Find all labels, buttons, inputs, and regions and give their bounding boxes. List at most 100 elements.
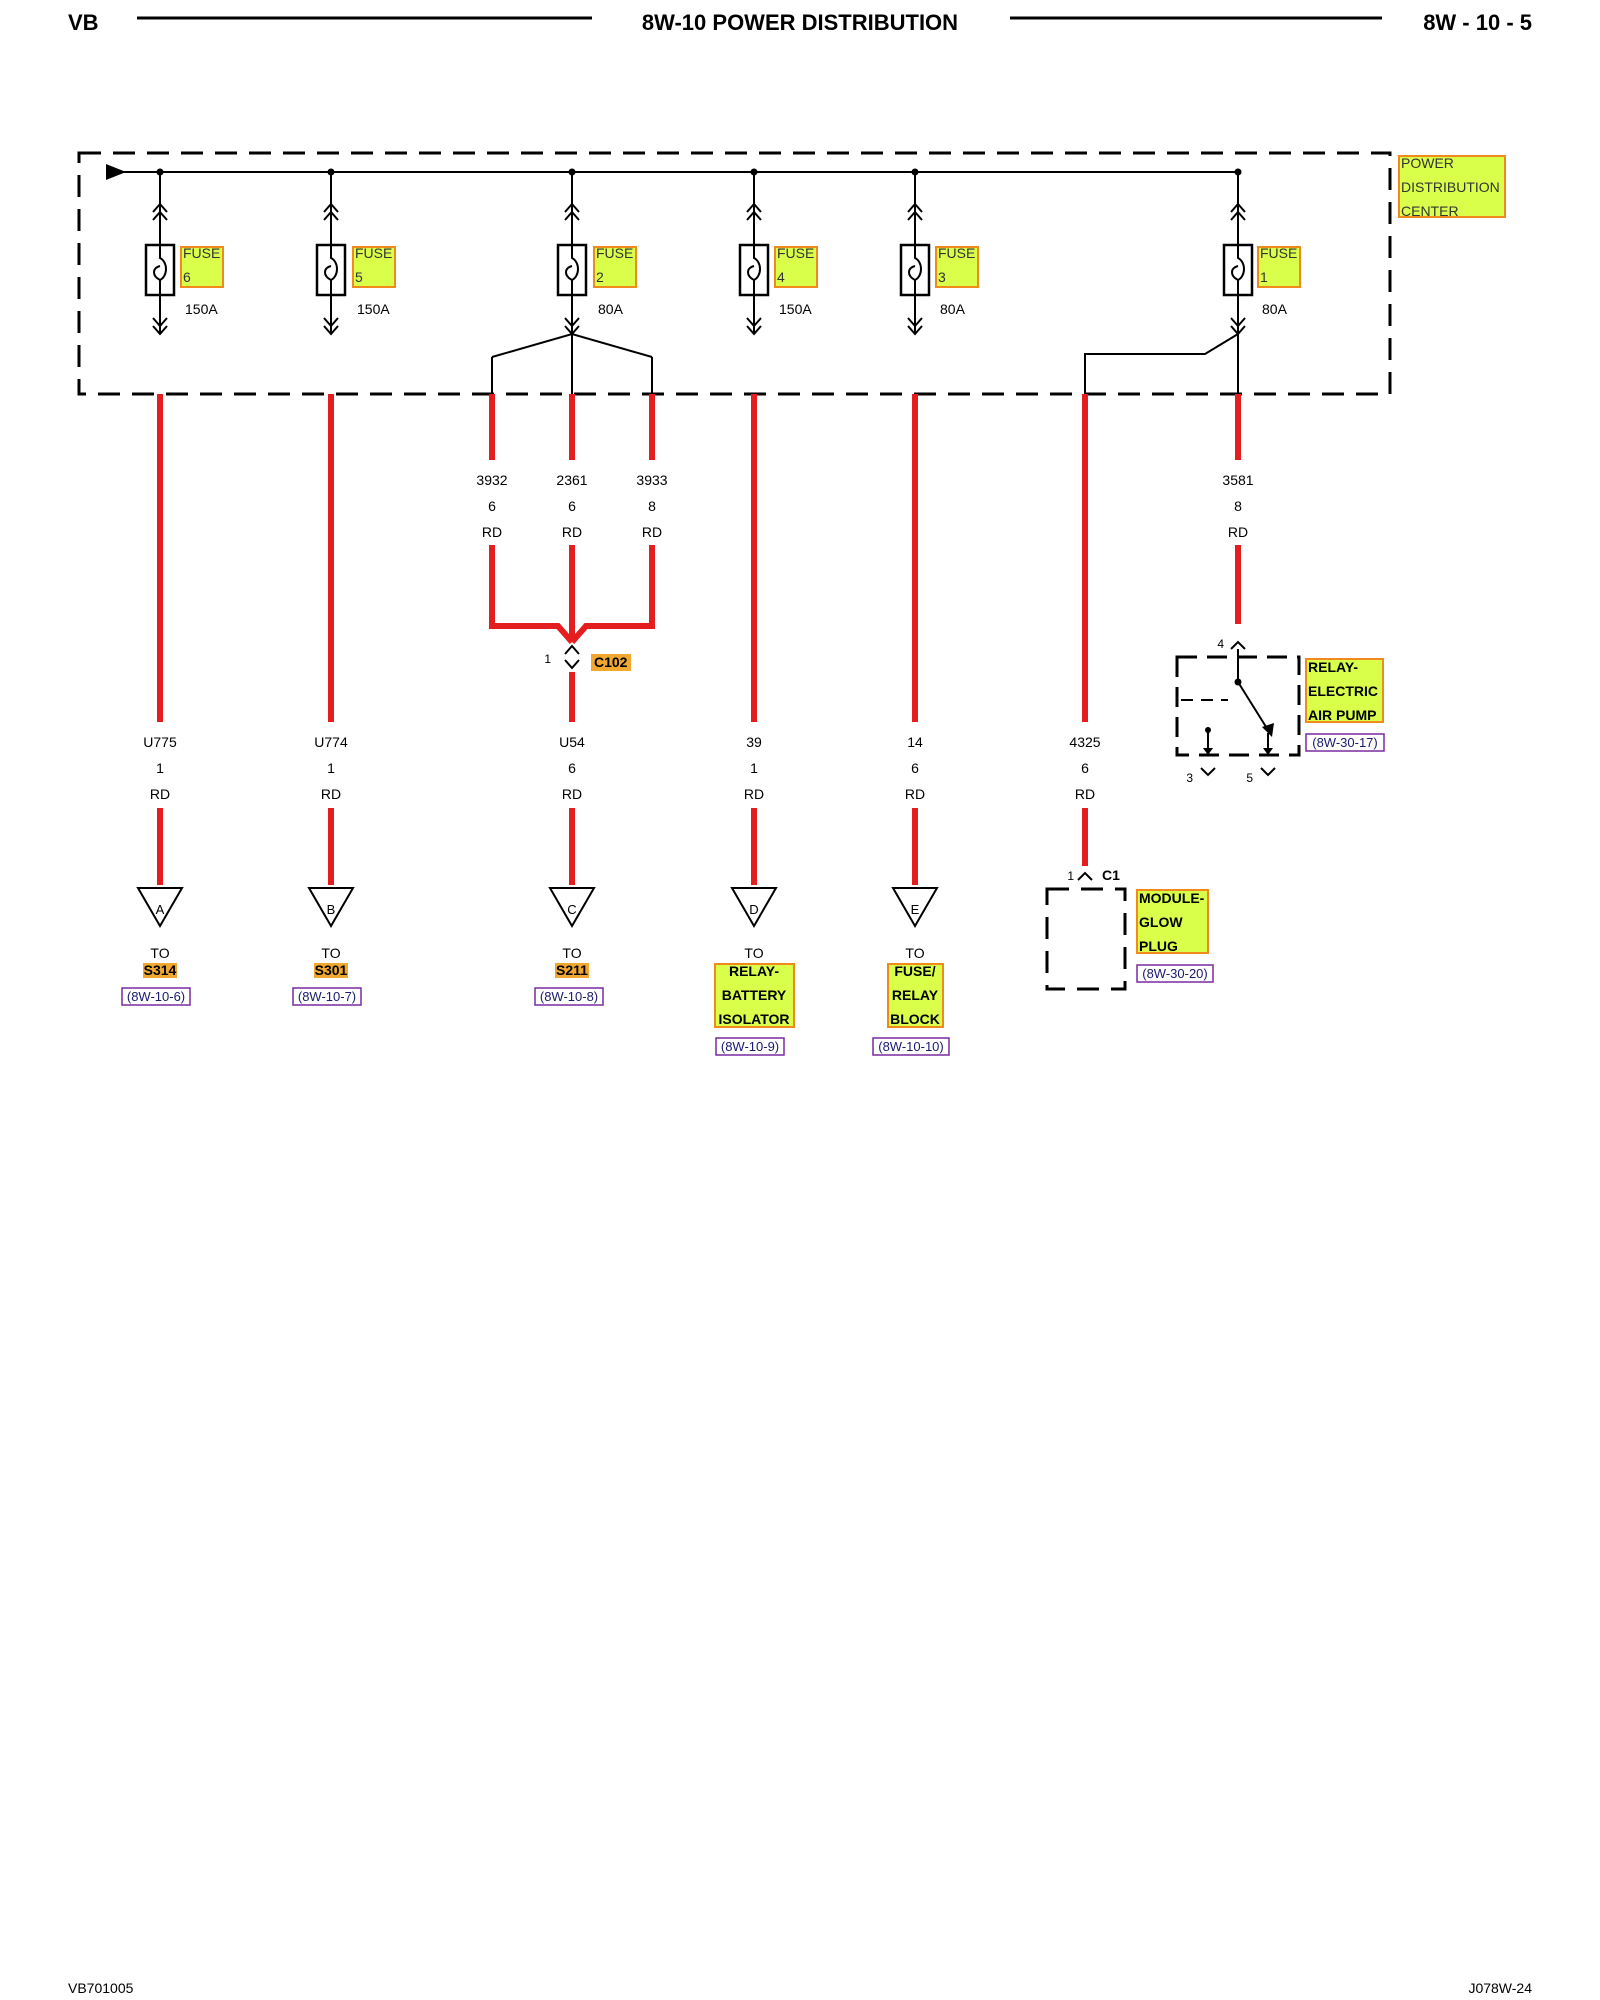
connector-c[interactable]: C TO S211 (8W-10-8) (534, 887, 604, 1006)
footer-right-code: J078W-24 (1468, 1980, 1532, 1996)
fuse-bottom-chevron-icon (907, 317, 923, 328)
connector-e-ref-link[interactable]: (8W-10-10) (878, 1039, 944, 1054)
module-glow-plug[interactable]: 1 C1 MODULE- GLOW PLUG (8W-30-20) (1045, 867, 1214, 991)
fuse-bottom-chevron-icon (152, 317, 168, 328)
relay-pin-5-chevron-icon (1260, 767, 1276, 777)
module-label-line-1: MODULE- (1139, 890, 1205, 906)
relay-electric-air-pump[interactable]: 4 3 5 RELAY- ELECTRIC AIR PUMP (8W-30-17… (1175, 637, 1385, 785)
wire-gauge-3933: 8 (648, 498, 656, 514)
fuse-2-label: FUSE 2 80A (593, 245, 637, 317)
fuse-4-number: 4 (777, 269, 785, 285)
wire-circuit-3932: 3932 (476, 472, 507, 488)
fuse-1-symbol (1222, 168, 1254, 336)
connector-c-triangle-icon (548, 887, 596, 928)
wire-gauge-u774: 1 (327, 760, 335, 776)
wire-color-u775: RD (150, 786, 170, 802)
relay-pin-top: 4 (1217, 637, 1224, 651)
connector-b-triangle-icon (307, 887, 355, 928)
header-left: VB (68, 10, 99, 35)
fuse-bottom-chevron-icon (1230, 317, 1246, 328)
splice-top-chevron-icon (564, 644, 580, 655)
internal-branches (491, 332, 1239, 394)
module-pin: 1 (1067, 869, 1074, 883)
fuses (144, 168, 1254, 336)
wire-circuit-3933: 3933 (636, 472, 667, 488)
fuse-4-symbol (738, 168, 770, 336)
relay-label-line-1: RELAY- (1308, 659, 1358, 675)
connector-e-dest-line-1: FUSE/ (894, 963, 935, 979)
connector-a-to: TO (150, 945, 169, 961)
connector-d-dest-line-3: ISOLATOR (718, 1011, 789, 1027)
connector-c-letter: C (567, 902, 576, 917)
wire-gauge-u775: 1 (156, 760, 164, 776)
wire-circuit-39: 39 (746, 734, 762, 750)
page-number: 8W - 10 - 5 (1423, 10, 1532, 35)
relay-label-line-3: AIR PUMP (1308, 707, 1376, 723)
fuse-4-word: FUSE (777, 245, 814, 261)
wire-gauge-u54: 6 (568, 760, 576, 776)
wire-gauge-3581: 8 (1234, 498, 1242, 514)
fuse-top-chevron-icon (152, 202, 168, 213)
connector-d-letter: D (749, 902, 758, 917)
fuse-5-label: FUSE 5 150A (352, 245, 396, 317)
splice-c102: 1 C102 (544, 644, 631, 671)
fuse-top-chevron-icon (907, 202, 923, 213)
fuse-1-rating: 80A (1262, 301, 1288, 317)
wire-circuit-3581: 3581 (1222, 472, 1253, 488)
connector-a-dest: S314 (144, 962, 177, 978)
fuse-top-chevron-icon (746, 202, 762, 213)
connector-d-ref-link[interactable]: (8W-10-9) (721, 1039, 779, 1054)
module-pin-chevron-icon (1077, 871, 1093, 881)
bus-arrow-icon (106, 164, 126, 180)
connector-c-ref-link[interactable]: (8W-10-8) (540, 989, 598, 1004)
connector-b[interactable]: B TO S301 (8W-10-7) (292, 887, 362, 1006)
connector-d-dest-line-1: RELAY- (729, 963, 779, 979)
fuse-bottom-chevron-icon (746, 317, 762, 328)
wire-circuit-4325: 4325 (1069, 734, 1100, 750)
module-dashed-box (1045, 887, 1127, 991)
wire-gauge-39: 1 (750, 760, 758, 776)
wire-3933-to-splice (569, 545, 655, 644)
wire-gauge-3932: 6 (488, 498, 496, 514)
wire-color-2361: RD (562, 524, 582, 540)
connector-a[interactable]: A TO S314 (8W-10-6) (121, 887, 191, 1006)
pdc-dashed-box (77, 151, 1392, 396)
wire-circuit-2361: 2361 (556, 472, 587, 488)
wire-color-4325: RD (1075, 786, 1095, 802)
connector-a-ref-link[interactable]: (8W-10-6) (127, 989, 185, 1004)
fuse-bottom-chevron-icon (564, 317, 580, 328)
fuse-5-word: FUSE (355, 245, 392, 261)
fuse-6-rating: 150A (185, 301, 218, 317)
fuse-labels: FUSE 6 150A FUSE 5 150A FUSE 2 80A FUSE … (180, 245, 1301, 317)
fuse-element-icon (908, 245, 922, 295)
fuse-element-icon (1231, 245, 1245, 295)
module-ref-link[interactable]: (8W-30-20) (1142, 966, 1208, 981)
pdc-label: POWER DISTRIBUTION CENTER (1398, 155, 1506, 219)
relay-pin-right: 5 (1246, 771, 1253, 785)
fuse-bottom-chevron-icon (323, 317, 339, 328)
connector-e-dest-line-3: BLOCK (890, 1011, 940, 1027)
fuse-2-rating: 80A (598, 301, 624, 317)
connector-a-triangle-icon (136, 887, 184, 928)
module-label-line-3: PLUG (1139, 938, 1178, 954)
connector-e-letter: E (911, 902, 920, 917)
lower-wire-labels: U775 1 RD U774 1 RD U54 6 RD 39 1 RD 14 … (143, 734, 1101, 802)
connector-d[interactable]: D TO RELAY- BATTERY ISOLATOR (8W-10-9) (714, 887, 795, 1056)
fuse-2-word: FUSE (596, 245, 633, 261)
fuse-element-icon (747, 245, 761, 295)
connector-e[interactable]: E TO FUSE/ RELAY BLOCK (8W-10-10) (872, 887, 950, 1056)
connector-b-letter: B (327, 902, 336, 917)
fuse-top-chevron-icon (323, 202, 339, 213)
fuse-top-chevron-icon (564, 202, 580, 213)
connector-b-ref-link[interactable]: (8W-10-7) (298, 989, 356, 1004)
connector-a-letter: A (156, 902, 165, 917)
wire-gauge-4325: 6 (1081, 760, 1089, 776)
wire-color-39: RD (744, 786, 764, 802)
fuse-6-symbol (144, 168, 176, 336)
fuse-1-branch-to-glow-plug (1084, 333, 1239, 394)
relay-ref-link[interactable]: (8W-30-17) (1312, 735, 1378, 750)
relay-pin-left: 3 (1186, 771, 1193, 785)
pdc-label-line-1: POWER (1401, 155, 1454, 171)
wire-color-u54: RD (562, 786, 582, 802)
relay-label-line-2: ELECTRIC (1308, 683, 1378, 699)
